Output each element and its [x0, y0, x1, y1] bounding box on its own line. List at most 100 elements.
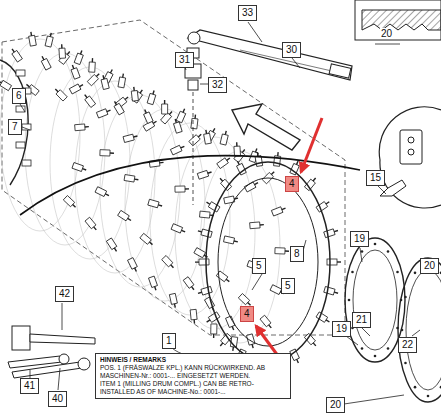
bit-holder [89, 58, 96, 72]
highlight-arrow [301, 118, 322, 172]
callout-box: 4 [285, 176, 299, 192]
bit-holder [169, 293, 178, 308]
bit-holder [140, 233, 155, 247]
callout-box: 19 [332, 321, 351, 337]
bit-holder [10, 47, 23, 62]
bit-holder [162, 255, 176, 269]
bit-holder [148, 199, 163, 209]
ring-holes [348, 243, 441, 398]
bit-holder [70, 64, 81, 79]
bit-holder [53, 87, 67, 101]
bit-holder [82, 93, 95, 108]
leader-lines [20, 22, 420, 404]
bit-holder [211, 324, 217, 338]
callout-number: 8 [294, 248, 300, 260]
ring-20-inner [406, 270, 441, 390]
callout-number: 1 [166, 335, 172, 347]
callout-box: 7 [8, 119, 22, 135]
bit-holder [149, 276, 159, 291]
dimension-line [375, 44, 400, 45]
bit-holder [69, 82, 84, 94]
bit-holder [175, 186, 189, 192]
bit-holder [118, 210, 133, 223]
callout-box: 42 [55, 286, 74, 302]
callout-number: 6 [16, 90, 22, 102]
bit-holder [217, 156, 232, 169]
bit-holder [183, 277, 196, 292]
bit-holder-detail [380, 130, 422, 196]
bit-holder [260, 315, 274, 330]
callout-number: 31 [179, 54, 190, 66]
remarks-text: ITEM 1 (MILLING DRUM COMPL.) CAN BE RETR… [100, 380, 286, 396]
callout-box: 5 [252, 258, 266, 274]
bit-holder [176, 108, 187, 123]
torque-wrench [188, 30, 352, 80]
bit-holder [189, 132, 203, 146]
callout-box: 5 [281, 278, 295, 294]
callout-box: 33 [238, 5, 257, 21]
bit-holder [271, 205, 286, 216]
ring-19-inner [353, 250, 397, 350]
callout-box: 8 [290, 246, 304, 262]
bit-holder [124, 175, 139, 183]
callout-box: 40 [48, 391, 67, 407]
bit-holder [262, 170, 276, 184]
callout-box: 4 [240, 306, 254, 322]
assembly-outline [2, 20, 345, 335]
bit-holder [0, 78, 12, 90]
bit-holder [224, 236, 239, 245]
callout-number: 7 [12, 121, 18, 133]
callout-box: 20 [326, 397, 345, 413]
bit-holder [250, 222, 264, 229]
callout-box: 20 [420, 258, 439, 274]
bit-holder [112, 100, 124, 115]
callout-box: 19 [350, 231, 369, 247]
drum-ring [206, 162, 330, 362]
bit-holder [220, 130, 229, 145]
bit-holder [96, 107, 111, 118]
callout-number: 32 [212, 79, 223, 91]
bit-holder [74, 49, 85, 64]
bit-holder [191, 114, 199, 129]
remarks-box: HINWEIS / REMARKSPOS. 1 (FRÄSWALZE KPL.)… [95, 353, 291, 399]
dimension-label: 20 [380, 28, 393, 39]
bit-holder [123, 133, 138, 142]
drum-ring-inner [218, 178, 318, 346]
bit-holder [205, 200, 220, 212]
bit-holder [162, 100, 168, 114]
remarks-text: POS. 1 (FRÄSWALZE KPL.) KANN RÜCKWIRKEND… [100, 364, 286, 380]
bit-holder [131, 87, 139, 102]
bit-holder [28, 31, 36, 46]
hammer [12, 303, 95, 350]
bit-holder [59, 44, 66, 58]
callout-number: 22 [402, 339, 413, 351]
bit-holder [171, 224, 186, 235]
partial-drum-teeth [16, 70, 31, 166]
callout-box: 30 [282, 42, 301, 58]
ring-19 [345, 238, 405, 362]
bit-holder [203, 129, 211, 144]
callout-box: 15 [366, 170, 385, 186]
bit-holder [327, 259, 341, 265]
bit-holder [100, 75, 109, 90]
callout-number: 20 [330, 399, 341, 411]
bit-holder [172, 118, 182, 133]
detail-inset [379, 107, 441, 208]
callout-number: 30 [286, 44, 297, 56]
remarks-heading: HINWEIS / REMARKS [100, 356, 286, 364]
bit-holder [72, 163, 87, 173]
bit-holder [100, 150, 114, 157]
bit-holder [118, 73, 126, 88]
callout-number: 19 [336, 323, 347, 335]
callout-number: 20 [424, 260, 435, 272]
bit-holder [63, 196, 77, 210]
callout-number: 40 [52, 393, 63, 405]
callout-number: 42 [59, 288, 70, 300]
bit-holder [128, 258, 140, 273]
bit-holder [316, 312, 331, 325]
bit-holder [45, 32, 54, 47]
inset-curve [20, 156, 360, 215]
bit-holder [85, 217, 99, 232]
callout-box: 6 [12, 88, 26, 104]
